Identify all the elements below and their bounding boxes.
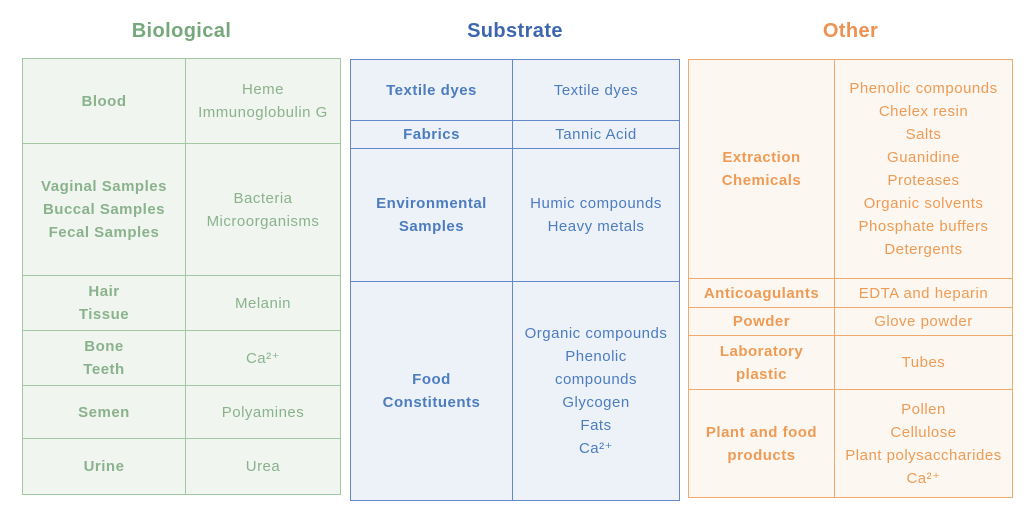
substrate-items-cell: Textile dyes — [512, 59, 680, 121]
other-title: Other — [822, 20, 879, 42]
biological-category-cell: Semen — [22, 385, 186, 439]
biological-title: Biological — [131, 20, 232, 42]
other-category-cell: Plant and food products — [688, 389, 835, 498]
other-items-cell: EDTA and heparin — [834, 278, 1013, 308]
other-items-cell: Phenolic compounds Chelex resin Salts Gu… — [834, 59, 1013, 279]
other-items-cell: Pollen Cellulose Plant polysaccharides C… — [834, 389, 1013, 498]
substrate-category-cell: Textile dyes — [350, 59, 513, 121]
biological-category-cell: Vaginal Samples Buccal Samples Fecal Sam… — [22, 143, 186, 276]
other-items-cell: Glove powder — [834, 307, 1013, 336]
substrate-category-cell: Environmental Samples — [350, 148, 513, 282]
substrate-category-cell: Food Constituents — [350, 281, 513, 501]
substrate-items-cell: Organic compounds Phenolic compounds Gly… — [512, 281, 680, 501]
biological-category-cell: Hair Tissue — [22, 275, 186, 331]
other-category-cell: Extraction Chemicals — [688, 59, 835, 279]
substrate-items-cell: Tannic Acid — [512, 120, 680, 149]
biological-items-cell: Heme Immunoglobulin G — [185, 58, 341, 144]
biological-items-cell: Urea — [185, 438, 341, 495]
biological-table-row: Vaginal Samples Buccal Samples Fecal Sam… — [22, 143, 341, 276]
biological-category-cell: Blood — [22, 58, 186, 144]
biological-items-cell: Ca²⁺ — [185, 330, 341, 386]
other-items-cell: Tubes — [834, 335, 1013, 390]
biological-category-cell: Urine — [22, 438, 186, 495]
biological-category-cell: Bone Teeth — [22, 330, 186, 386]
other-category-cell: Laboratory plastic — [688, 335, 835, 390]
biological-items-cell: Polyamines — [185, 385, 341, 439]
other-category-cell: Powder — [688, 307, 835, 336]
substrate-category-cell: Fabrics — [350, 120, 513, 149]
substrate-title: Substrate — [467, 20, 563, 42]
substrate-items-cell: Humic compounds Heavy metals — [512, 148, 680, 282]
biological-items-cell: Melanin — [185, 275, 341, 331]
other-category-cell: Anticoagulants — [688, 278, 835, 308]
biological-items-cell: Bacteria Microorganisms — [185, 143, 341, 276]
